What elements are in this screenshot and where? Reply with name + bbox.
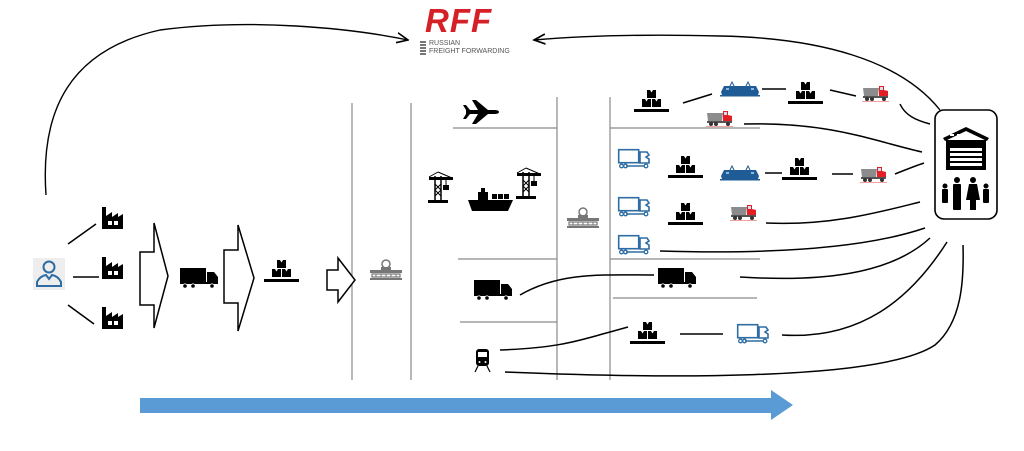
warehouse-icon: [943, 127, 989, 170]
customs-icon: [566, 207, 600, 229]
boxes-icon: [668, 156, 703, 178]
dump-truck-icon: [729, 204, 758, 221]
port-crane-icon: [427, 171, 454, 204]
rff-logo-title: RFF: [425, 2, 493, 39]
timeline-arrow: [140, 390, 793, 420]
delivery-van-icon: [617, 234, 650, 255]
factory-icon: [102, 307, 123, 329]
ship-icon: [468, 188, 513, 211]
delivery-van-icon: [617, 148, 650, 169]
boxes-icon: [634, 90, 669, 112]
logo-subtitle-line1: RUSSIAN: [429, 40, 461, 47]
boxes-icon: [668, 203, 703, 225]
factory-icon: [102, 207, 123, 229]
rff-logo-subtitle: RUSSIAN FREIGHT FORWARDING: [420, 40, 510, 56]
stage-arrow: [139, 222, 169, 329]
stage-dividers: [351, 97, 760, 380]
stage-arrow: [223, 224, 255, 332]
feedback-arrow-from-client: [44, 23, 408, 196]
destination-node: [934, 109, 998, 220]
dump-truck-icon: [705, 110, 734, 127]
client-to-factory-links: [67, 223, 99, 325]
boxes-icon: [782, 158, 817, 180]
boxes-icon: [788, 82, 823, 104]
locomotive-icon: [719, 81, 761, 97]
family-icon: [942, 177, 989, 210]
delivery-van-icon: [617, 196, 650, 217]
user-icon-bg: [33, 258, 65, 290]
logo-bars-icon: [420, 41, 426, 55]
feedback-arrow-from-destination: [534, 35, 941, 111]
stage-arrow: [326, 255, 356, 305]
delivery-van-icon: [736, 323, 769, 344]
logo-subtitle-line2: FREIGHT FORWARDING: [429, 48, 510, 55]
boxes-icon: [630, 322, 665, 344]
dump-truck-icon: [859, 166, 888, 183]
dump-truck-icon: [861, 85, 890, 102]
flow-lines: [499, 103, 964, 377]
train-icon: [474, 349, 491, 373]
client-node: [33, 258, 65, 290]
truck-icon: [473, 279, 513, 301]
truck-icon: [657, 267, 697, 289]
locomotive-icon: [719, 165, 761, 181]
user-icon: [36, 260, 62, 287]
truck-icon: [179, 267, 219, 289]
port-crane-icon: [515, 167, 542, 200]
customs-icon: [369, 259, 403, 281]
factory-icon: [102, 257, 123, 279]
airplane-icon: [463, 100, 499, 124]
warehouse-boxes-icon: [264, 260, 299, 282]
